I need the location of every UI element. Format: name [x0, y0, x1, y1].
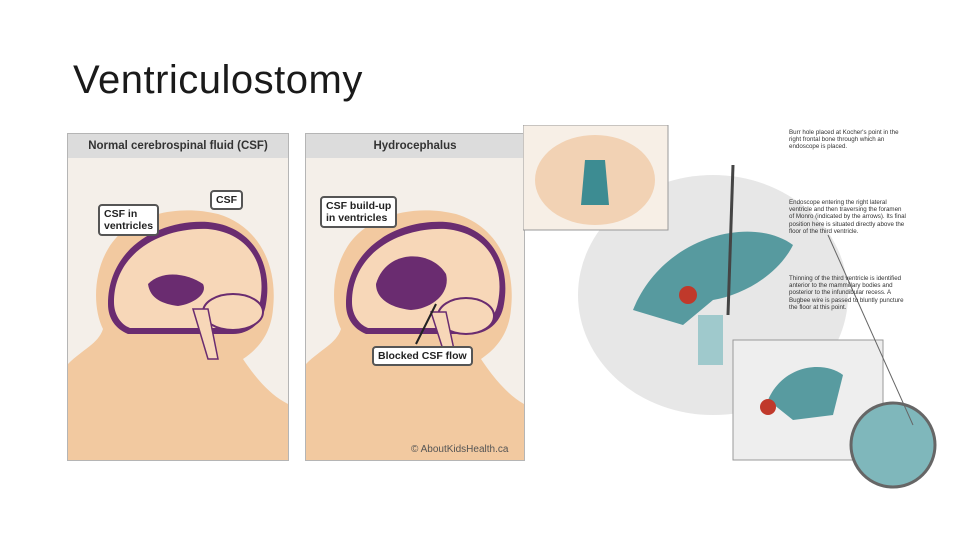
- blocked-csf-label: Blocked CSF flow: [372, 346, 473, 366]
- endoscope-entry-note: Endoscope entering the right lateral ven…: [789, 199, 906, 235]
- endoscopic-procedure-illustration: [523, 125, 937, 489]
- endoscopy-figure: Burr hole placed at Kocher's point in th…: [523, 125, 943, 495]
- slide-title: Ventriculostomy: [73, 58, 363, 102]
- burr-hole-note: Burr hole placed at Kocher's point in th…: [789, 129, 899, 151]
- csf-label: CSF: [210, 190, 243, 210]
- csf-buildup-label: CSF build-up in ventricles: [320, 196, 398, 228]
- copyright-credit: © AboutKidsHealth.ca: [411, 444, 509, 455]
- panel-header: Hydrocephalus: [306, 134, 524, 158]
- normal-csf-panel: Normal cerebrospinal fluid (CSF) CSF CSF…: [67, 133, 289, 461]
- third-ventricle-note: Thinning of the third ventricle is ident…: [789, 275, 904, 311]
- hydrocephalus-illustration: [306, 158, 524, 460]
- panel-header: Normal cerebrospinal fluid (CSF): [68, 134, 288, 158]
- normal-brain-illustration: [68, 158, 288, 460]
- csf-ventricles-label: CSF in ventricles: [98, 204, 160, 236]
- hydrocephalus-panel: Hydrocephalus CSF build-up in ventricles…: [305, 133, 525, 461]
